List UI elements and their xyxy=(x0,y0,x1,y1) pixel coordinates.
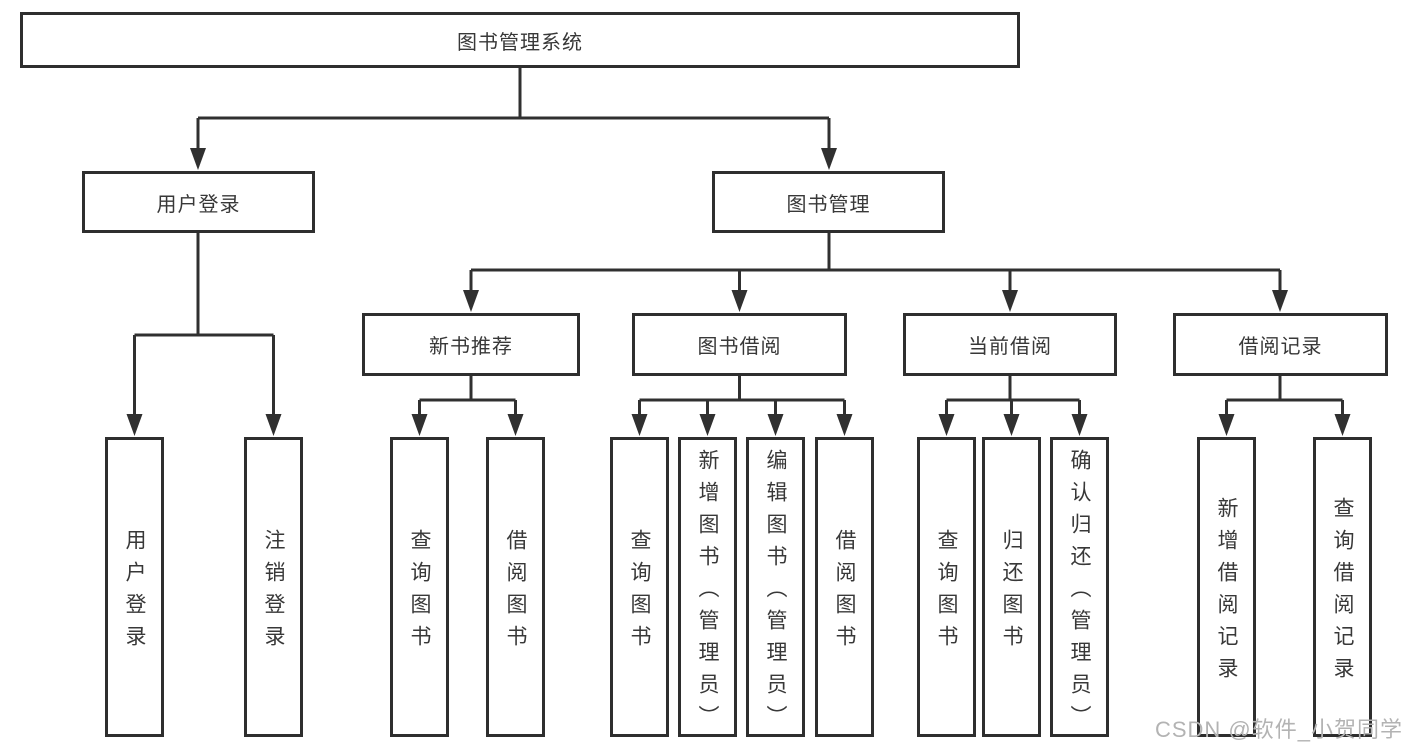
node-book-management: 图书管理 xyxy=(712,171,945,233)
node-new-book-recommend: 新书推荐 xyxy=(362,313,580,376)
connector-root-to-level2 xyxy=(190,68,837,170)
node-leaf-borrow-edit-admin: 编辑图书（管理员） xyxy=(746,437,805,737)
node-user-login: 用户登录 xyxy=(82,171,315,233)
connector-records-to-leaves xyxy=(1218,376,1351,436)
csdn-watermark: CSDN @软件_小贺同学 xyxy=(1154,717,1403,742)
connector-newbooks-to-leaves xyxy=(411,376,524,436)
node-leaf-borrow-add-admin: 新增图书（管理员） xyxy=(678,437,737,737)
node-book-borrow: 图书借阅 xyxy=(632,313,847,376)
node-current-borrow: 当前借阅 xyxy=(903,313,1117,376)
node-leaf-user-login: 用户登录 xyxy=(105,437,164,737)
node-leaf-logout: 注销登录 xyxy=(244,437,303,737)
node-leaf-records-query: 查询借阅记录 xyxy=(1313,437,1372,737)
node-borrow-records: 借阅记录 xyxy=(1173,313,1388,376)
node-leaf-newbooks-borrow: 借阅图书 xyxy=(486,437,545,737)
node-leaf-borrow-query: 查询图书 xyxy=(610,437,669,737)
node-root: 图书管理系统 xyxy=(20,12,1020,68)
node-leaf-newbooks-query: 查询图书 xyxy=(390,437,449,737)
connector-bookmgmt-to-modules xyxy=(463,233,1288,312)
node-leaf-borrow-borrow: 借阅图书 xyxy=(815,437,874,737)
connector-bookborrow-to-leaves xyxy=(631,376,853,436)
node-leaf-current-return: 归还图书 xyxy=(982,437,1041,737)
connector-currentborrow-to-leaves xyxy=(938,376,1088,436)
connector-userlogin-to-leaves xyxy=(126,233,282,436)
node-leaf-records-add: 新增借阅记录 xyxy=(1197,437,1256,737)
node-leaf-current-query: 查询图书 xyxy=(917,437,976,737)
node-leaf-current-confirm-admin: 确认归还（管理员） xyxy=(1050,437,1109,737)
